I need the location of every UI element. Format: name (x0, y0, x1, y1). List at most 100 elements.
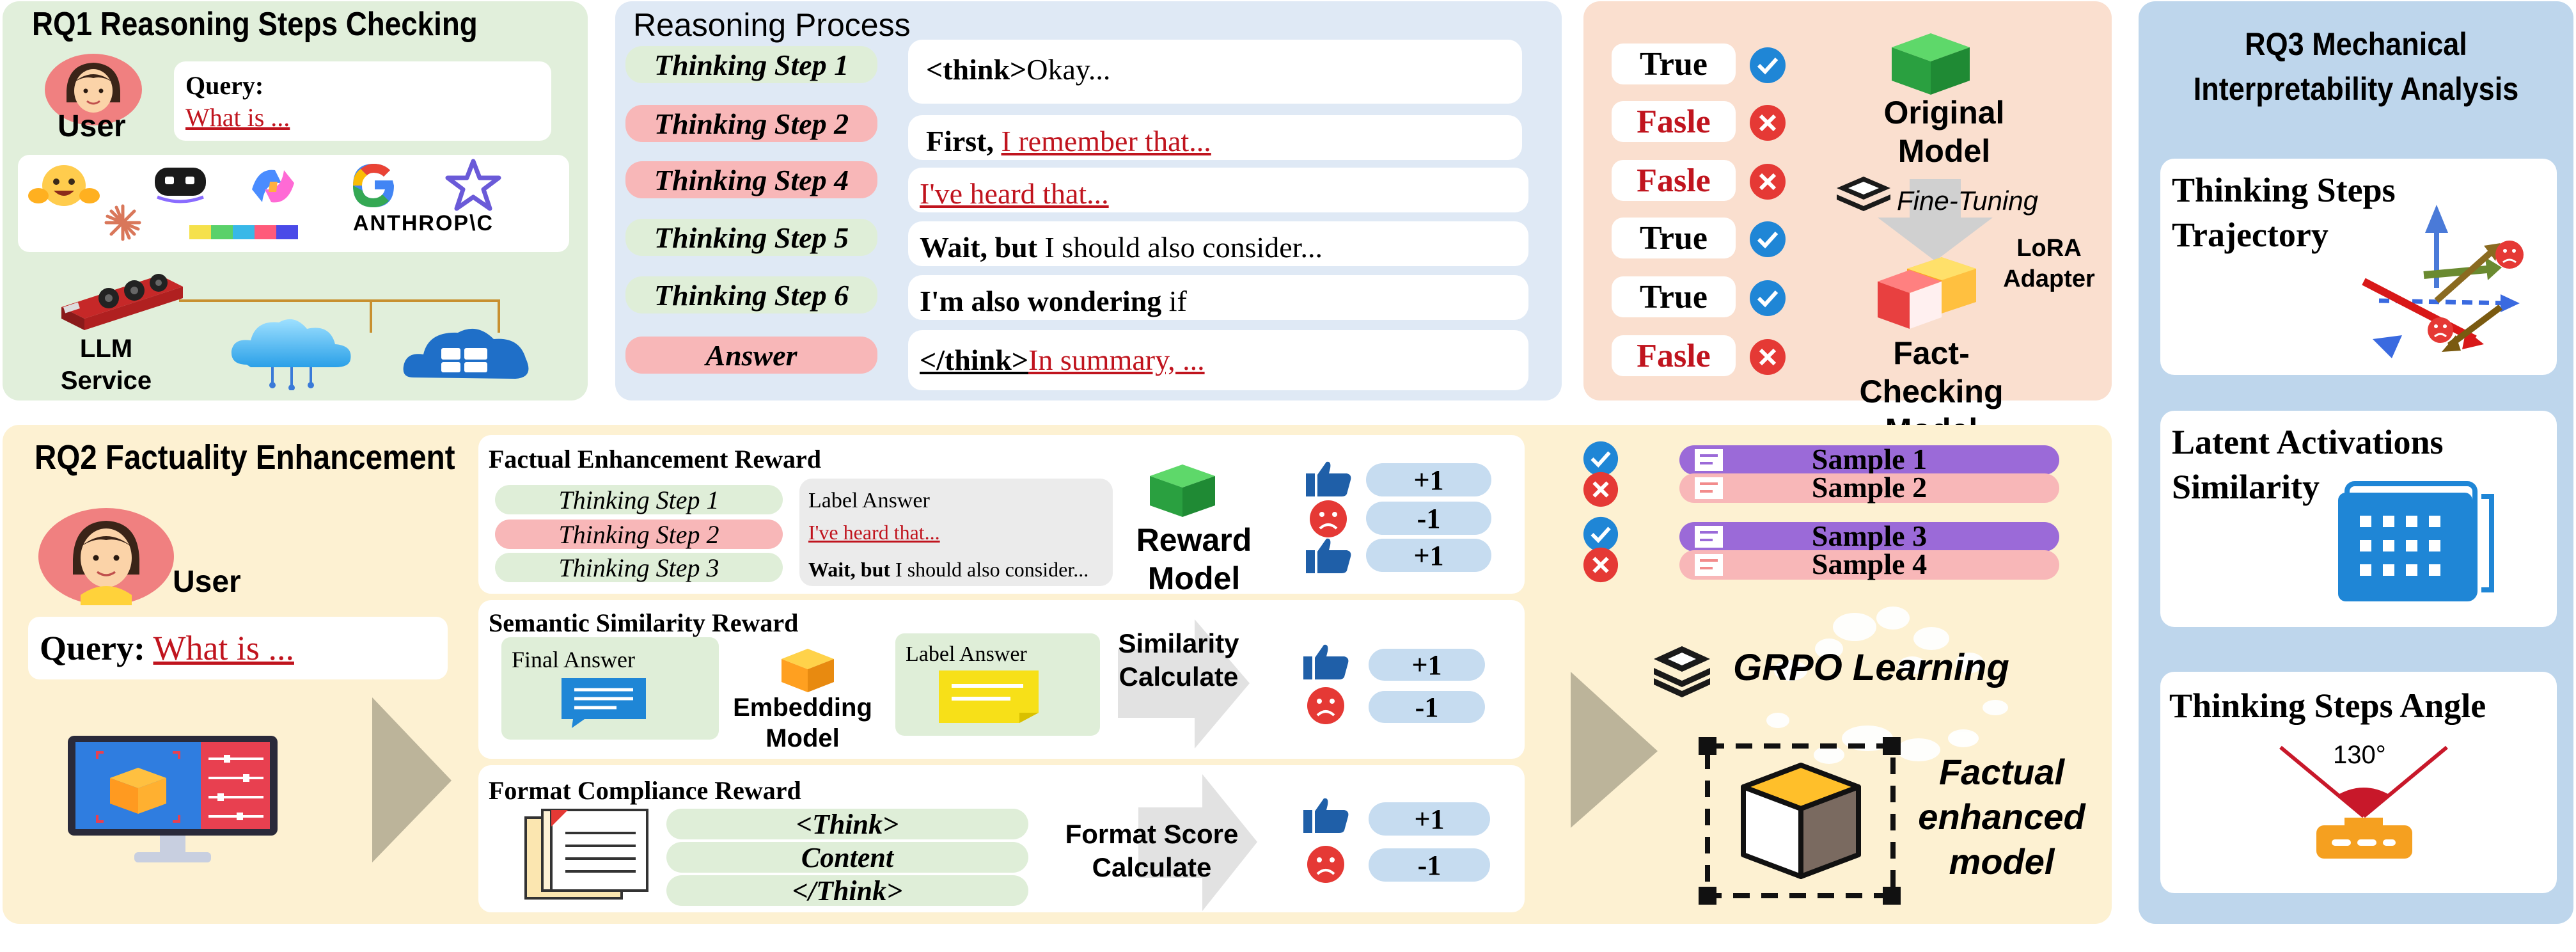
sample-doc-icon (1695, 477, 1723, 499)
rq2-query-box (28, 617, 448, 679)
sample-bar (1679, 473, 2059, 503)
reasoning-content-text: First, I remember that... (926, 124, 1211, 158)
trajectory-arrows-icon (2362, 205, 2524, 358)
star-logo-icon (441, 159, 505, 212)
score-pill: -1 (1366, 502, 1491, 535)
check-icon (1750, 221, 1786, 257)
original-model-label: Original Model (1883, 95, 2005, 169)
sad-face-icon (1307, 687, 1344, 724)
reasoning-content-text: <think>Okay... (926, 52, 1110, 86)
sample-bar (1679, 445, 2059, 475)
score-pill: -1 (1369, 848, 1490, 882)
color-bar-icon (189, 225, 298, 239)
content-red: I've heard that... (920, 177, 1109, 210)
reasoning-content-box (908, 40, 1522, 104)
reasoning-content-box (908, 168, 1528, 212)
reasoning-content-box (908, 275, 1528, 320)
reasoning-step-pill: Thinking Step 5 (625, 219, 877, 256)
embedding-model-cube-icon (781, 649, 834, 692)
rq2-query-label: Query: (40, 629, 145, 667)
reasoning-step-pill: Thinking Step 6 (625, 276, 877, 313)
rq3-card-title: Thinking Steps Trajectory (2172, 171, 2396, 254)
content-bold: First, (926, 125, 1001, 157)
thought-bubbles (1766, 607, 2008, 764)
google-icon (343, 160, 405, 211)
embedding-model-label: Embedding Model (733, 694, 872, 752)
cross-icon (1750, 105, 1786, 141)
content-red: I remember that... (1001, 125, 1211, 157)
reward-model-label: Reward Model (1136, 522, 1252, 596)
verdict-box (1612, 101, 1736, 142)
sample-label: Sample 1 (1811, 442, 1928, 475)
sample-doc-icon (1695, 526, 1723, 548)
sad-face-icon (1310, 500, 1347, 537)
grpo-layers-icon (1654, 646, 1710, 697)
verdict-text: True (1640, 45, 1708, 83)
thumbs-up-icon (1306, 461, 1351, 496)
documents-icon (524, 809, 648, 900)
bot-logo-icon (148, 164, 212, 205)
angle-protractor-icon (2279, 745, 2448, 859)
gpu-icon (58, 269, 185, 333)
sample-label: Sample 4 (1811, 547, 1928, 580)
sample-bar (1679, 522, 2059, 551)
layers-icon (1837, 177, 1890, 211)
score-pill: -1 (1369, 691, 1485, 723)
cross-icon (1750, 164, 1786, 200)
rq2-title: RQ2 Factuality Enhancement (35, 438, 455, 477)
factual-model-cube-icon (1699, 737, 1901, 905)
content-bold: </think> (920, 344, 1029, 376)
rq3-title: RQ3 Mechanical Interpretability Analysis (2193, 26, 2519, 107)
factual-step-pill: Thinking Step 2 (495, 520, 783, 549)
content-bold: Wait, but (920, 231, 1038, 264)
format-tag-pill: </Think> (666, 875, 1028, 907)
reasoning-content-text: Wait, but I should also consider... (920, 230, 1323, 264)
document-blue-icon (562, 678, 646, 728)
fine-tuning-label: Fine-Tuning (1897, 186, 2038, 216)
monitor-icon (68, 736, 278, 862)
verdict-text: True (1640, 278, 1708, 315)
factual-enhanced-model-label: Factual enhanced model (1918, 752, 2085, 882)
rq3-card-title: Latent Activations Similarity (2172, 423, 2444, 506)
hugging-face-icon (26, 160, 102, 211)
server-cloud-icon (400, 320, 535, 384)
sample-doc-icon (1695, 449, 1723, 471)
label-answer-plain: I should also consider... (890, 558, 1089, 581)
claude-spark-icon (104, 203, 142, 242)
reasoning-content-box (908, 330, 1528, 390)
anthropic-logo-text: ANTHROP\C (353, 211, 494, 235)
rq3-card-title: Thinking Steps Angle (2169, 686, 2486, 725)
label-answer-red: I've heard that... (808, 521, 940, 544)
reward-model-cube-icon (1150, 464, 1215, 517)
format-tag-pill: <Think> (666, 809, 1028, 840)
verdict-text: Fasle (1637, 337, 1711, 374)
semantic-reward-title: Semantic Similarity Reward (489, 608, 799, 637)
original-model-cube-icon (1892, 33, 1970, 95)
rq2-user-avatar (36, 505, 177, 608)
factual-step-pill: Thinking Step 1 (495, 485, 783, 514)
reasoning-content-text: </think>In summary, ... (920, 343, 1205, 377)
thumbs-up-icon (1303, 798, 1349, 833)
llm-service-label: LLM Service (60, 335, 152, 395)
activation-grid-icon (2338, 481, 2494, 601)
user-avatar (42, 52, 145, 148)
rq1-title: RQ1 Reasoning Steps Checking (32, 6, 478, 43)
sad-face-icon (1307, 846, 1344, 883)
verdict-box (1612, 160, 1736, 201)
content-bold: I'm also wondering (920, 285, 1162, 317)
content-plain: if (1161, 285, 1187, 317)
cloud-icon (228, 313, 356, 390)
reasoning-content-text: I'm also wondering if (920, 284, 1187, 318)
similarity-calculate-label: Similarity Calculate (1118, 628, 1239, 692)
content-red: In summary, ... (1028, 344, 1205, 376)
fact-checking-cube-icon (1878, 257, 1976, 329)
content-plain: I should also consider... (1037, 231, 1323, 264)
label-answer-box (799, 479, 1113, 586)
reasoning-content-text: I've heard that... (920, 177, 1109, 210)
thumbs-up-icon (1306, 538, 1351, 573)
cross-icon (1750, 339, 1786, 375)
score-pill: +1 (1366, 463, 1491, 496)
sample-label: Sample 3 (1811, 519, 1928, 552)
final-answer-label: Final Answer (512, 647, 635, 672)
sample-label: Sample 2 (1811, 470, 1928, 504)
